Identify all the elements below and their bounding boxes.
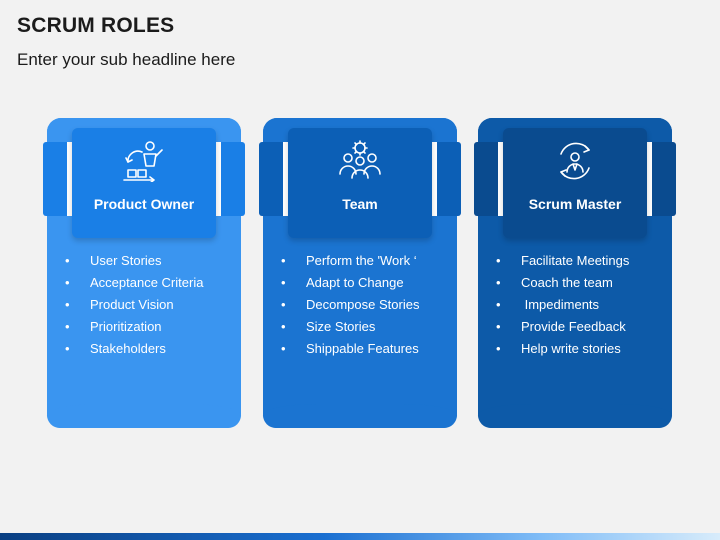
list-item: Facilitate Meetings xyxy=(496,250,629,272)
footer-gradient-bar xyxy=(0,533,720,540)
card-tab-right xyxy=(431,142,461,216)
card-item-list: User Stories Acceptance Criteria Product… xyxy=(65,250,203,360)
list-item: Shippable Features xyxy=(281,338,419,360)
card-item-list: Facilitate Meetings Coach the team Imped… xyxy=(496,250,629,360)
card-tab-right xyxy=(215,142,245,216)
card-header: Team xyxy=(288,128,432,238)
card-header: Product Owner xyxy=(72,128,216,238)
list-item: Help write stories xyxy=(496,338,629,360)
list-item: Impediments xyxy=(496,294,629,316)
team-icon xyxy=(336,140,384,182)
role-card-product-owner: Product Owner User Stories Acceptance Cr… xyxy=(43,118,245,428)
list-item: Coach the team xyxy=(496,272,629,294)
list-item: Acceptance Criteria xyxy=(65,272,203,294)
card-tab-right xyxy=(646,142,676,216)
list-item: Stakeholders xyxy=(65,338,203,360)
list-item: Size Stories xyxy=(281,316,419,338)
card-item-list: Perform the 'Work ‘ Adapt to Change Deco… xyxy=(281,250,419,360)
card-bottom-cap xyxy=(47,404,241,428)
role-card-team: Team Perform the 'Work ‘ Adapt to Change… xyxy=(259,118,461,428)
card-bottom-cap xyxy=(263,404,457,428)
card-title: Scrum Master xyxy=(528,196,622,212)
list-item: Perform the 'Work ‘ xyxy=(281,250,419,272)
list-item: Product Vision xyxy=(65,294,203,316)
card-bottom-cap xyxy=(478,404,672,428)
list-item: Provide Feedback xyxy=(496,316,629,338)
list-item: Decompose Stories xyxy=(281,294,419,316)
scrum-master-icon xyxy=(551,140,599,182)
list-item: Prioritization xyxy=(65,316,203,338)
page-title: SCRUM ROLES xyxy=(17,14,175,37)
card-title: Team xyxy=(342,196,378,212)
card-tab-left xyxy=(259,142,289,216)
role-card-scrum-master: Scrum Master Facilitate Meetings Coach t… xyxy=(474,118,676,428)
list-item: User Stories xyxy=(65,250,203,272)
product-owner-icon xyxy=(120,140,168,182)
card-header: Scrum Master xyxy=(503,128,647,238)
page-subtitle: Enter your sub headline here xyxy=(17,50,236,69)
card-tab-left xyxy=(474,142,504,216)
card-tab-left xyxy=(43,142,73,216)
list-item: Adapt to Change xyxy=(281,272,419,294)
card-title: Product Owner xyxy=(93,196,195,212)
